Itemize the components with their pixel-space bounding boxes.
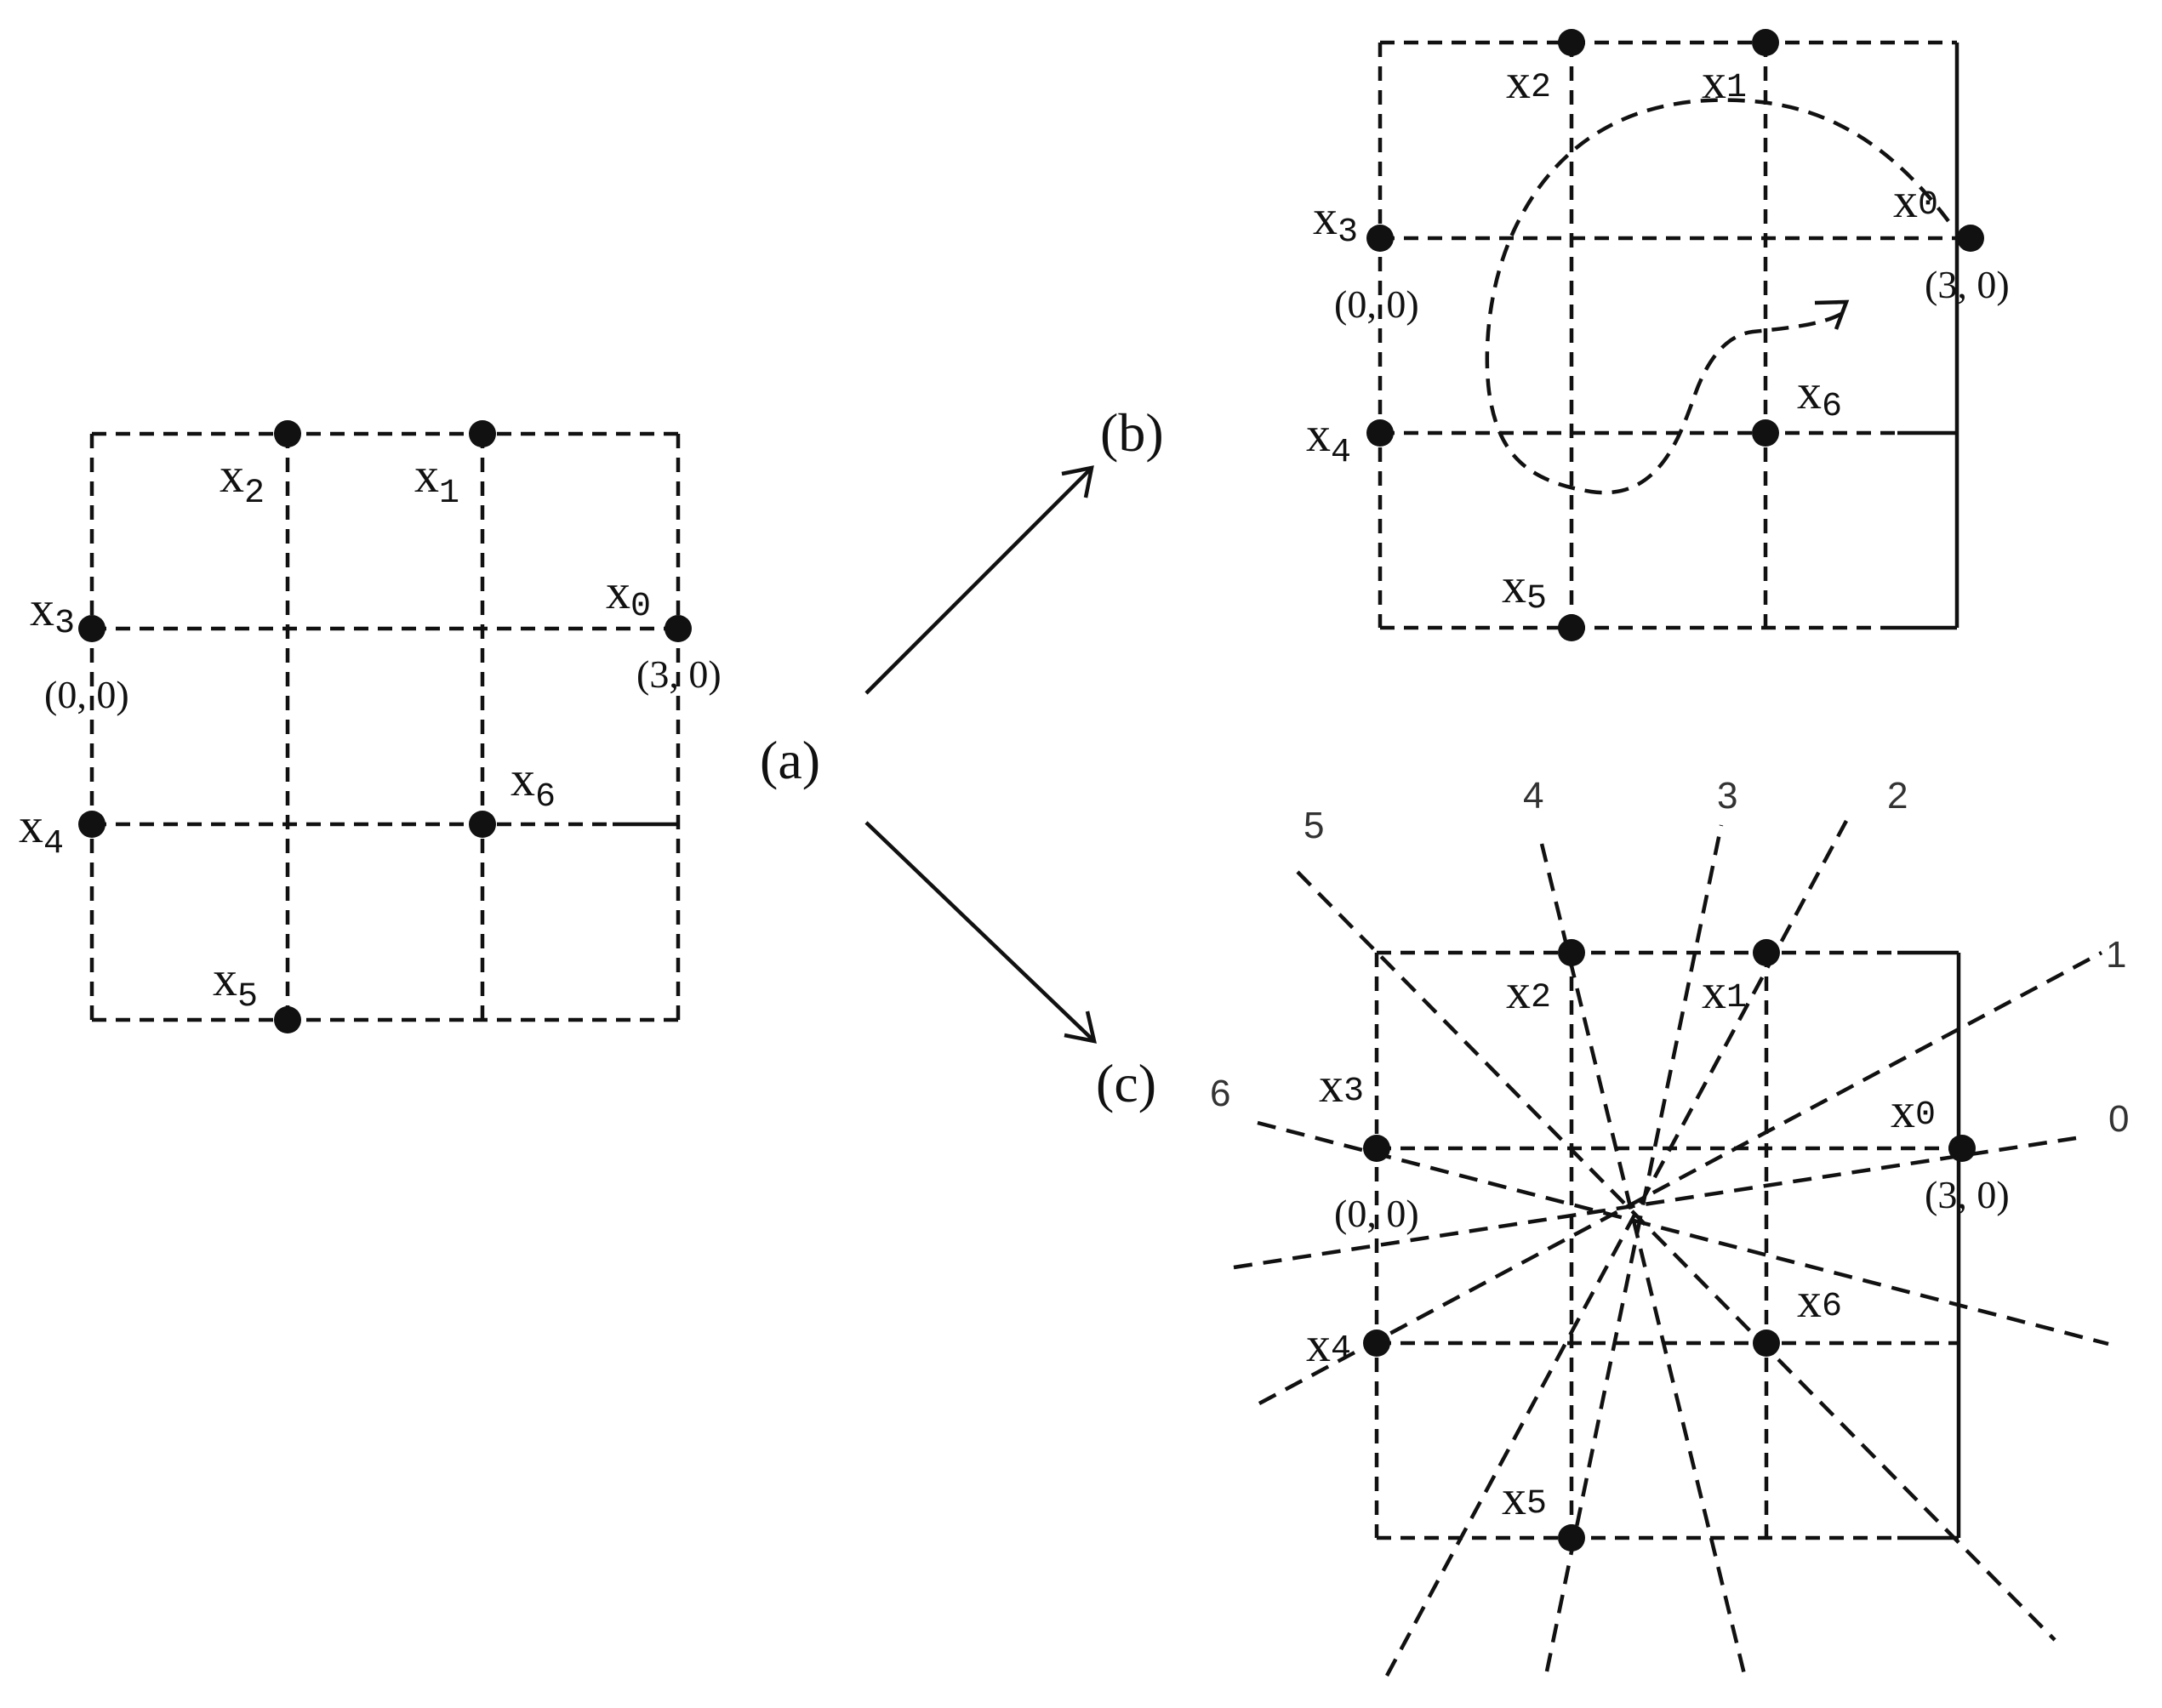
- label-x6: x6: [1797, 364, 1842, 426]
- node-x0: [1948, 1135, 1976, 1162]
- node-x5: [274, 1006, 301, 1033]
- panel-connectors: (a) (b) (c): [760, 402, 1164, 1113]
- panel-b-nodes: [1366, 29, 1984, 641]
- node-x3: [1366, 225, 1394, 252]
- panel-a-nodes: [78, 420, 692, 1033]
- label-x4: x4: [1306, 407, 1351, 472]
- ray-label-1: 1: [2106, 934, 2126, 976]
- node-x3: [1363, 1135, 1390, 1162]
- label-x3: x3: [1313, 190, 1358, 252]
- label-x6: x6: [511, 751, 556, 817]
- label-x1: x1: [1702, 54, 1747, 109]
- ray-3: [1544, 824, 1724, 1672]
- panel-b-grid: x0 x1 x2 x3 x4 x5 x6 (0, 0) (3, 0): [1306, 29, 2010, 641]
- node-x0: [1957, 225, 1984, 252]
- ray-label-6: 6: [1210, 1073, 1230, 1114]
- arrow-to-c-head: [1064, 1011, 1097, 1044]
- label-x2: x2: [1506, 54, 1551, 109]
- label-x2: x2: [220, 447, 265, 513]
- panel-label-a: (a): [760, 730, 820, 790]
- ray-label-3: 3: [1717, 775, 1737, 817]
- ray-label-2: 2: [1887, 775, 1908, 817]
- label-x1: x1: [414, 447, 459, 513]
- panel-c-nodes: [1363, 939, 1976, 1551]
- node-x6: [1752, 419, 1779, 447]
- node-x5: [1558, 1524, 1585, 1551]
- node-x0: [665, 615, 692, 642]
- coord-x0-a: (3, 0): [636, 652, 722, 696]
- label-x0: x0: [1893, 173, 1938, 228]
- panel-c-grid-lines: [1374, 950, 1961, 1540]
- label-x0: x0: [606, 564, 651, 626]
- panel-b-path-arrowhead: [1814, 299, 1850, 330]
- panel-a-grid: x0 x1 x2 x3 x4 x5 x6 (0, 0) (3, 0): [19, 420, 722, 1033]
- panel-label-b: (b): [1100, 402, 1164, 463]
- arrow-to-b: [864, 466, 1093, 695]
- coord-x0-c: (3, 0): [1925, 1173, 2010, 1216]
- coord-origin-b: (0, 0): [1334, 282, 1419, 326]
- label-x3: x3: [30, 581, 75, 643]
- ray-label-0: 0: [2108, 1098, 2129, 1140]
- panel-a-grid-lines: [89, 431, 681, 1022]
- node-x2: [1558, 29, 1585, 56]
- ray-6: [1257, 1120, 2109, 1346]
- label-x5: x5: [1502, 1470, 1547, 1525]
- ray-0: [1233, 1136, 2077, 1270]
- coord-origin-a: (0, 0): [44, 673, 129, 716]
- node-x2: [274, 420, 301, 447]
- ray-5: [1296, 870, 2056, 1642]
- node-x1: [469, 420, 496, 447]
- label-x5: x5: [1502, 558, 1547, 618]
- node-x6: [1753, 1329, 1780, 1357]
- panel-b-grid-lines: [1378, 40, 1959, 630]
- label-x0: x0: [1891, 1083, 1936, 1138]
- label-x4: x4: [19, 798, 64, 863]
- node-x4: [78, 811, 106, 838]
- panel-c-grid: 0 1 2 3 4 5 6 x0 x1 x2 x3 x4 x5 x6 (0, 0…: [1210, 775, 2129, 1677]
- panel-c-rays: [1233, 819, 2109, 1677]
- arrow-to-c: [864, 821, 1096, 1043]
- label-x5: x5: [213, 951, 258, 1016]
- node-x5: [1558, 614, 1585, 641]
- ray-1: [1258, 951, 2103, 1405]
- ray-label-5: 5: [1303, 805, 1324, 846]
- panel-a-node-labels: x0 x1 x2 x3 x4 x5 x6: [19, 447, 651, 1016]
- label-x1: x1: [1702, 964, 1747, 1019]
- node-x3: [78, 615, 106, 642]
- node-x4: [1363, 1329, 1390, 1357]
- ray-label-4: 4: [1523, 775, 1543, 817]
- node-x1: [1753, 939, 1780, 966]
- panel-c-ray-labels: 0 1 2 3 4 5 6: [1210, 775, 2129, 1140]
- node-x1: [1752, 29, 1779, 56]
- panel-b-node-labels: x0 x1 x2 x3 x4 x5 x6: [1306, 54, 1938, 618]
- label-x4: x4: [1306, 1317, 1351, 1372]
- node-x6: [469, 811, 496, 838]
- node-x4: [1366, 419, 1394, 447]
- ray-4: [1539, 843, 1747, 1675]
- coord-origin-c: (0, 0): [1334, 1192, 1419, 1235]
- label-x2: x2: [1506, 964, 1551, 1019]
- panel-label-c: (c): [1096, 1053, 1156, 1113]
- node-x2: [1558, 939, 1585, 966]
- coord-x0-b: (3, 0): [1925, 263, 2010, 306]
- arrow-to-b-head: [1061, 465, 1094, 498]
- panel-b-dashed-path: [1485, 98, 1950, 495]
- panel-c-node-labels: x0 x1 x2 x3 x4 x5 x6: [1306, 964, 1936, 1525]
- label-x6: x6: [1797, 1272, 1842, 1328]
- label-x3: x3: [1319, 1057, 1364, 1113]
